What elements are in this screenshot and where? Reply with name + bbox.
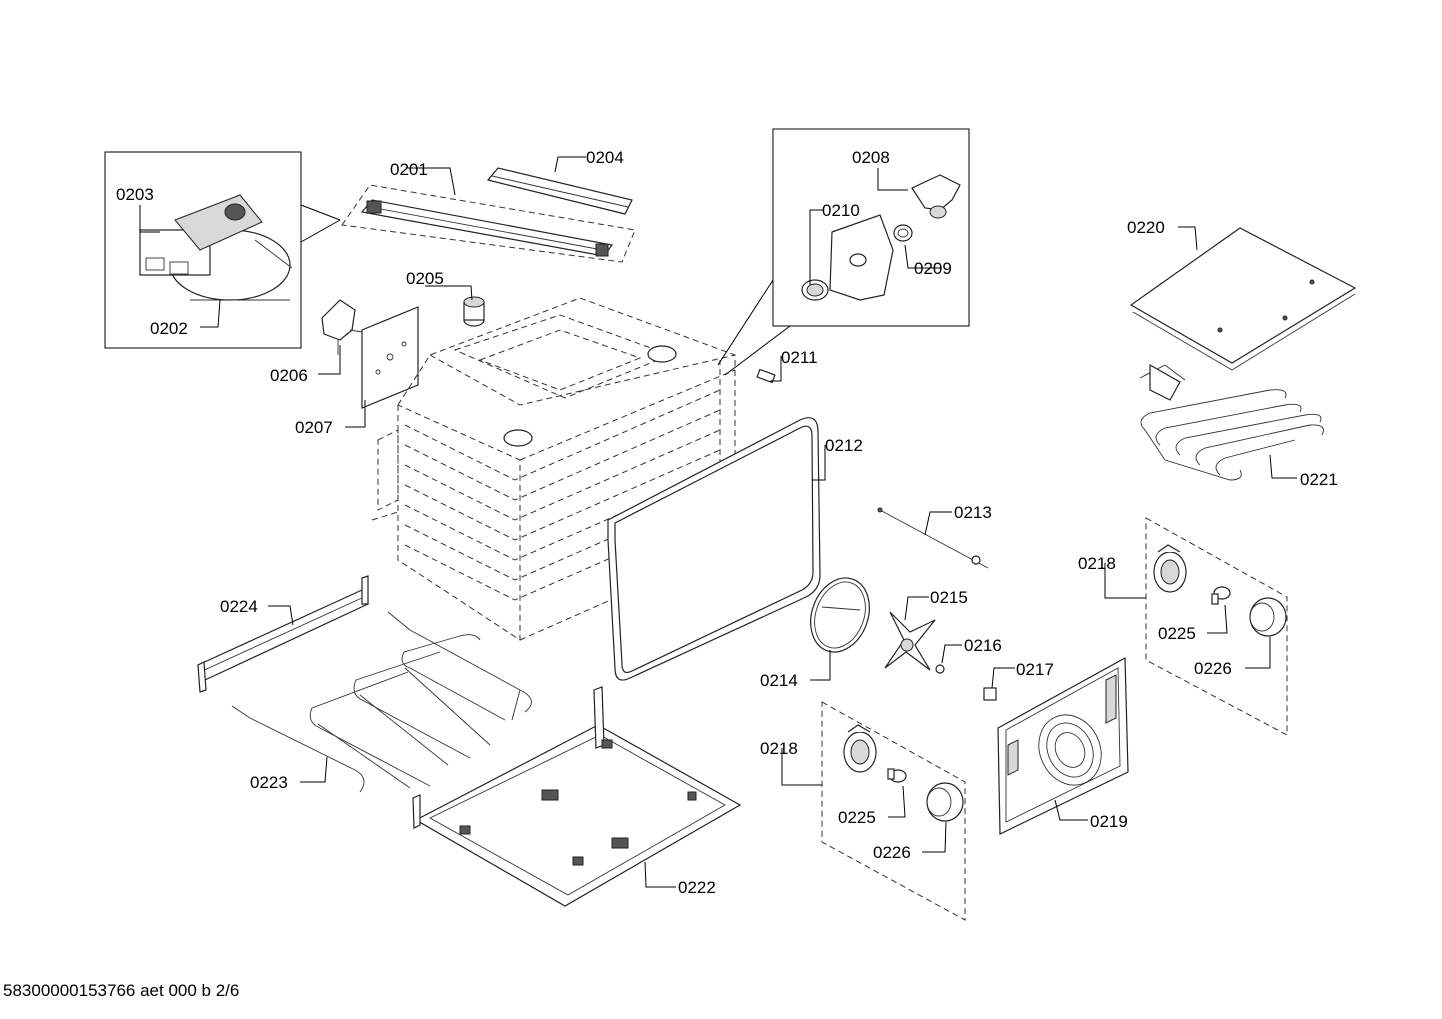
document-footer-id: 58300000153766 aet 000 b 2/6	[3, 981, 240, 1000]
leader-0207	[345, 400, 366, 428]
leader-0213	[924, 511, 952, 536]
label-0214: 0214	[760, 671, 798, 690]
fan-ring-0214-part	[810, 577, 870, 653]
door-seal-part	[607, 417, 821, 681]
label-0201: 0201	[390, 160, 428, 179]
fan-blade-0215-part	[884, 611, 936, 671]
label-0206: 0206	[270, 366, 308, 385]
leader-0219	[1054, 799, 1088, 821]
pin-0211-part	[756, 368, 776, 384]
label-0212: 0212	[825, 436, 863, 455]
label-0226-upper: 0226	[1194, 659, 1232, 678]
leader-0215	[904, 596, 929, 621]
label-0207: 0207	[295, 418, 333, 437]
leader-0225b	[888, 785, 906, 818]
leader-0203	[139, 205, 160, 233]
leader-0216	[941, 644, 962, 664]
part-labels: 0201 0202 0203 0204 0205 0206 0207 0208 …	[116, 148, 1338, 897]
leader-0202	[200, 299, 221, 328]
leader-0226b	[922, 821, 947, 853]
lamp-socket-0205-part	[463, 296, 485, 327]
leader-0208	[877, 168, 908, 191]
label-0218-upper: 0218	[1078, 554, 1116, 573]
heating-element-0221-part	[1139, 363, 1324, 481]
label-0202: 0202	[150, 319, 188, 338]
label-0225-upper: 0225	[1158, 624, 1196, 643]
fan-housing-part	[801, 174, 961, 301]
mounting-plate-0207-part	[361, 306, 419, 409]
label-0218-lower: 0218	[760, 739, 798, 758]
probe-0213-part	[877, 507, 989, 569]
label-0208: 0208	[852, 148, 890, 167]
back-panel-0219-part	[997, 656, 1129, 835]
leader-0210	[809, 209, 823, 285]
nut-0216-part	[935, 664, 945, 674]
lamp-assembly-lower	[821, 701, 966, 921]
label-0204: 0204	[586, 148, 624, 167]
detail-box-fan-motor	[104, 151, 341, 349]
leader-0218b	[781, 748, 822, 786]
fan-motor-part	[139, 194, 293, 301]
label-0217: 0217	[1016, 660, 1054, 679]
label-0205: 0205	[406, 269, 444, 288]
bracket-0224-part	[197, 575, 369, 693]
label-0216: 0216	[964, 636, 1002, 655]
leader-0212	[812, 445, 826, 481]
rail-cover-part	[486, 167, 633, 215]
leader-0226a	[1245, 637, 1271, 669]
leader-0204	[554, 156, 586, 173]
leader-0222	[644, 861, 676, 888]
leader-0218a	[1104, 563, 1146, 599]
label-0210: 0210	[822, 201, 860, 220]
oven-cavity-part	[371, 297, 736, 641]
label-0221: 0221	[1300, 470, 1338, 489]
leader-0225a	[1207, 604, 1228, 634]
label-0225-lower: 0225	[838, 808, 876, 827]
label-0203: 0203	[116, 185, 154, 204]
leader-0214	[810, 650, 831, 681]
bottom-plate-0222-part	[412, 686, 742, 907]
label-0211: 0211	[781, 348, 818, 367]
label-0224: 0224	[220, 597, 258, 616]
leader-0223	[300, 756, 328, 783]
leader-0217	[991, 667, 1015, 689]
bottom-heater-0223-part	[231, 611, 532, 793]
lamp-assembly-upper	[1145, 517, 1288, 736]
label-0223: 0223	[250, 773, 288, 792]
plate-0220-part	[1129, 227, 1357, 371]
label-0215: 0215	[930, 588, 968, 607]
label-0209: 0209	[914, 259, 952, 278]
leader-0205	[425, 285, 473, 301]
bracket-0206-part	[321, 299, 363, 355]
cap-0217-part	[983, 687, 997, 701]
leader-0220	[1178, 226, 1198, 251]
label-0220: 0220	[1127, 218, 1165, 237]
leader-0209	[904, 244, 941, 269]
top-rail-part	[341, 184, 636, 263]
label-0213: 0213	[954, 503, 992, 522]
leader-0211	[770, 356, 782, 382]
detail-box-fan-housing	[717, 128, 970, 376]
leader-0206	[318, 345, 341, 375]
leader-0221	[1269, 454, 1297, 479]
label-0222: 0222	[678, 878, 716, 897]
leader-lines	[139, 156, 1297, 888]
leader-0201	[407, 167, 456, 196]
label-0226-lower: 0226	[873, 843, 911, 862]
label-0219: 0219	[1090, 812, 1128, 831]
leader-0224	[268, 605, 294, 626]
